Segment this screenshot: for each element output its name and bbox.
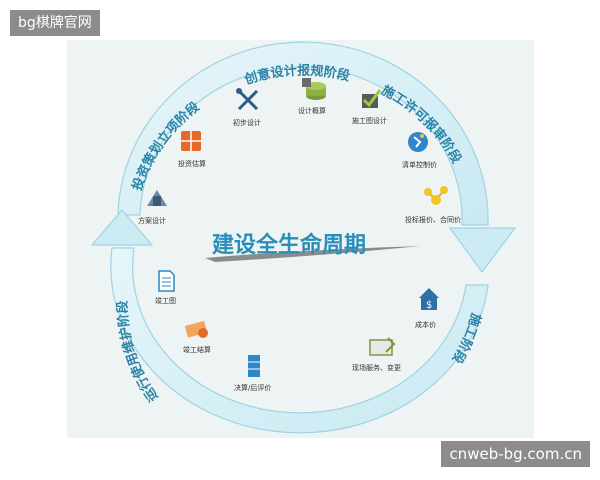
house-dollar-icon: $ xyxy=(419,288,439,311)
site-service-node: 现场服务、变更 xyxy=(352,337,401,372)
scheme-design-node: 方案设计 xyxy=(138,190,167,225)
checklist-icon xyxy=(362,89,382,108)
watermark-top: bg棋牌官网 xyxy=(10,10,100,36)
ring-right-arrowhead xyxy=(448,227,517,274)
money-icon xyxy=(184,320,208,338)
node-label: 施工图设计 xyxy=(352,116,387,125)
completion-drawing-node: 竣工图 xyxy=(155,270,176,305)
cost-price-node: $ 成本价 xyxy=(415,288,439,329)
investment-estimate-node: 投资估算 xyxy=(178,131,206,168)
final-account-node: 决算/后评价 xyxy=(234,355,271,392)
node-label: 决算/后评价 xyxy=(234,383,271,392)
bill-control-node: 清单控制价 xyxy=(402,132,437,169)
node-label: 竣工结算 xyxy=(183,345,211,354)
ring-upper-arc xyxy=(117,41,489,226)
design-estimate-node: 设计概算 xyxy=(298,78,326,115)
brush-stroke xyxy=(205,246,420,262)
node-label: 竣工图 xyxy=(155,296,176,305)
watermark-bottom: cnweb-bg.com.cn xyxy=(441,441,590,467)
calculator-icon xyxy=(181,131,201,151)
globe-icon xyxy=(408,132,428,152)
node-label: 投资估算 xyxy=(178,159,206,168)
node-label: 投标报价、合同价 xyxy=(405,215,461,224)
completion-settlement-node: 竣工结算 xyxy=(183,320,211,354)
node-label: 成本价 xyxy=(415,320,436,329)
center-title: 建设全生命周期 xyxy=(212,232,366,258)
building-icon xyxy=(147,190,167,206)
node-label: 设计概算 xyxy=(298,106,326,115)
svg-text:$: $ xyxy=(426,300,432,311)
bid-quote-node: 投标报价、合同价 xyxy=(405,186,461,224)
node-label: 初步设计 xyxy=(233,118,261,127)
ring-left-arrowhead xyxy=(90,209,154,246)
tools-icon xyxy=(236,88,259,111)
ring-lower-arc xyxy=(110,247,489,434)
construction-drawing-node: 施工图设计 xyxy=(352,89,387,125)
certificate-icon xyxy=(369,337,396,356)
preliminary-design-node: 初步设计 xyxy=(233,88,261,127)
node-label: 清单控制价 xyxy=(402,160,437,169)
node-label: 方案设计 xyxy=(138,216,166,225)
document-icon xyxy=(158,270,175,292)
node-label: 现场服务、变更 xyxy=(352,363,401,372)
tower-icon xyxy=(248,355,260,377)
network-icon xyxy=(424,186,448,205)
coins-icon xyxy=(302,78,326,100)
